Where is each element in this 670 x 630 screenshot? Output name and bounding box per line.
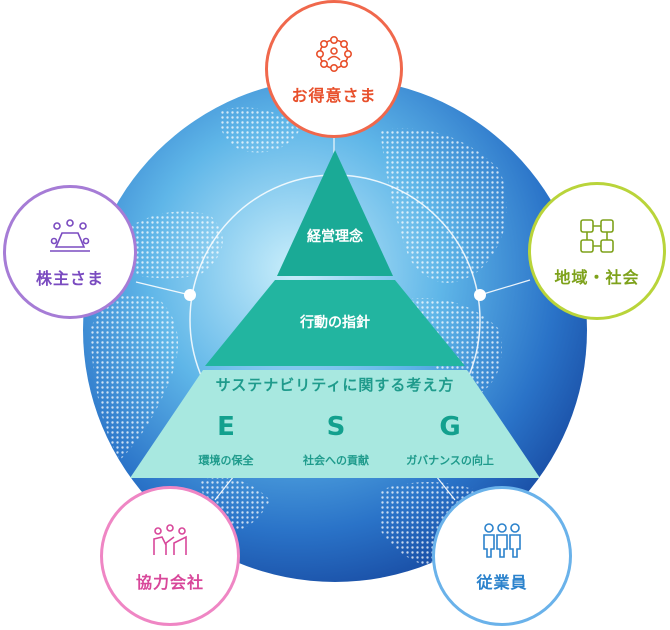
esg-letter-e: E (217, 412, 235, 442)
node-employees-label: 従業員 (476, 573, 528, 592)
connector-dot-right (474, 289, 486, 301)
node-partners-label: 協力会社 (135, 573, 204, 592)
esg-label-governance: ガバナンスの向上 (406, 454, 494, 467)
cooperation-icon (153, 524, 187, 555)
employees-icon (483, 523, 521, 558)
node-customers: お得意さま (265, 0, 403, 138)
pyramid-base (130, 370, 540, 478)
esg-letter-g: G (439, 412, 461, 442)
customer-network-icon (316, 36, 352, 72)
pyramid-top (277, 150, 393, 276)
pyramid-base-title: サステナビリティに関する考え方 (215, 376, 455, 394)
meeting-table-icon (50, 219, 90, 252)
connector-dot-left (184, 289, 196, 301)
node-partners: 協力会社 (100, 486, 240, 626)
node-employees: 従業員 (432, 486, 572, 626)
pyramid-middle (205, 280, 465, 366)
pyramid-top-label: 経営理念 (307, 229, 363, 245)
node-shareholders: 株主さま (3, 185, 137, 319)
node-community-label: 地域・社会 (554, 268, 640, 287)
node-community: 地域・社会 (528, 182, 666, 320)
node-shareholders-label: 株主さま (35, 269, 104, 288)
pyramid-middle-label: 行動の指針 (300, 315, 370, 331)
node-customers-label: お得意さま (291, 86, 377, 105)
esg-letter-s: S (326, 412, 346, 442)
esg-label-environment: 環境の保全 (198, 454, 254, 467)
joined-hands-icon (580, 219, 614, 253)
esg-label-social: 社会への貢献 (303, 454, 369, 467)
